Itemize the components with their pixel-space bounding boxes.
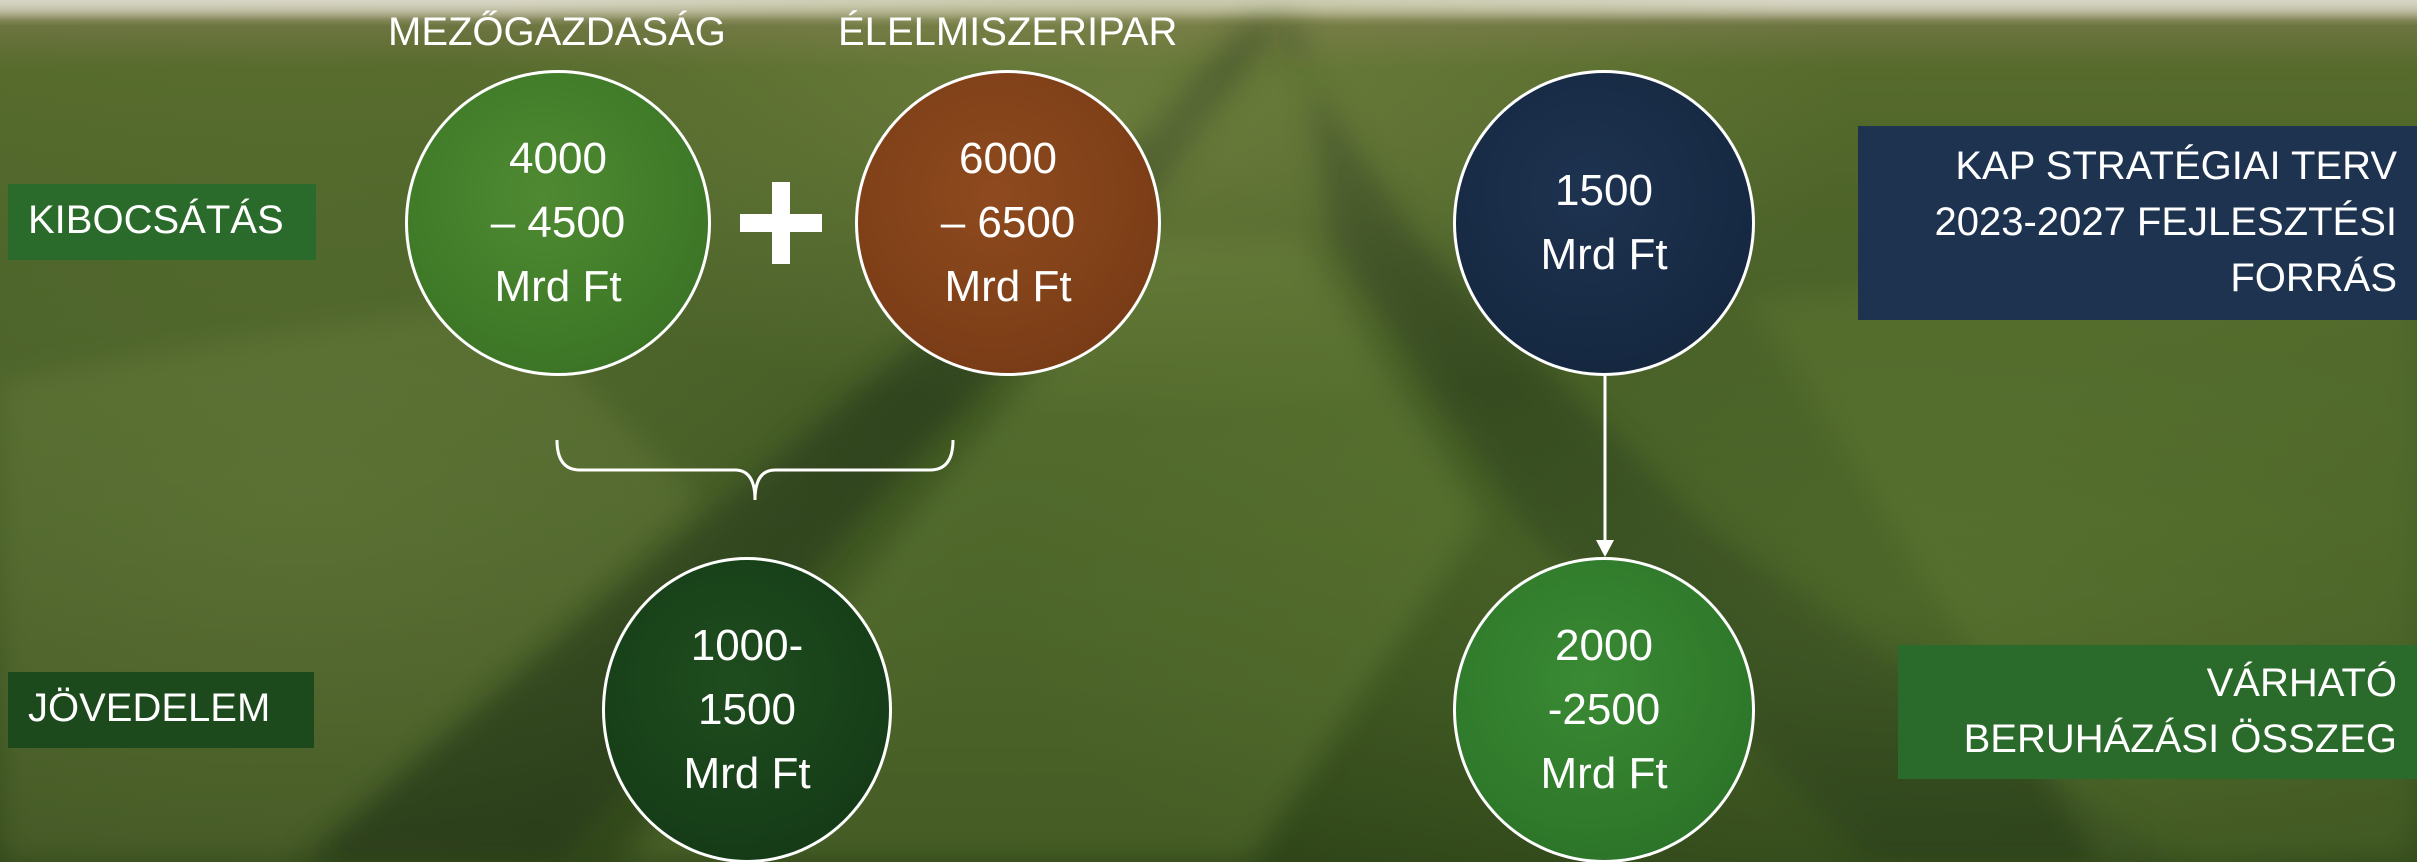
income-line-1: 1000- <box>690 621 804 670</box>
flow-arrow-head <box>1596 540 1614 557</box>
kap-plan-line-2: 2023-2027 FEJLESZTÉSI <box>1934 200 2397 244</box>
kap-plan-line-3: FORRÁS <box>2230 256 2397 300</box>
kap-plan-box: KAP STRATÉGIAI TERV 2023-2027 FEJLESZTÉS… <box>1858 126 2417 320</box>
kap-plan-line-1: KAP STRATÉGIAI TERV <box>1955 144 2397 188</box>
food-industry-output-unit: Mrd Ft <box>944 262 1072 311</box>
food-industry-output-line-2: – 6500 <box>940 198 1076 247</box>
food-industry-output-circle: 6000 – 6500 Mrd Ft <box>855 70 1161 376</box>
expected-investment-box-line-2: BERUHÁZÁSI ÖSSZEG <box>1963 717 2397 761</box>
expected-investment-line-2: -2500 <box>1547 685 1661 734</box>
agriculture-output-line-2: – 4500 <box>490 198 626 247</box>
expected-investment-line-1: 2000 <box>1555 621 1653 670</box>
income-row-label: JÖVEDELEM <box>8 672 314 748</box>
agriculture-output-circle: 4000 – 4500 Mrd Ft <box>405 70 711 376</box>
expected-investment-circle: 2000 -2500 Mrd Ft <box>1453 557 1755 863</box>
income-unit: Mrd Ft <box>683 749 811 798</box>
agriculture-output-line-1: 4000 <box>509 134 607 183</box>
expected-investment-box-line-1: VÁRHATÓ <box>2206 661 2397 705</box>
horizon-sky <box>0 0 2417 20</box>
output-row-label: KIBOCSÁTÁS <box>8 184 316 260</box>
expected-investment-box: VÁRHATÓ BERUHÁZÁSI ÖSSZEG <box>1898 645 2417 779</box>
expected-investment-unit: Mrd Ft <box>1540 749 1668 798</box>
kap-source-circle: 1500 Mrd Ft <box>1453 70 1755 376</box>
plus-icon <box>736 178 826 268</box>
agriculture-output-unit: Mrd Ft <box>494 262 622 311</box>
kap-source-unit: Mrd Ft <box>1540 230 1668 279</box>
income-line-2: 1500 <box>698 685 796 734</box>
grouping-brace <box>555 439 955 501</box>
food-industry-header: ÉLELMISZERIPAR <box>838 10 1178 54</box>
kap-source-value: 1500 <box>1555 166 1653 215</box>
agriculture-header: MEZŐGAZDASÁG <box>388 10 726 54</box>
food-industry-output-line-1: 6000 <box>959 134 1057 183</box>
